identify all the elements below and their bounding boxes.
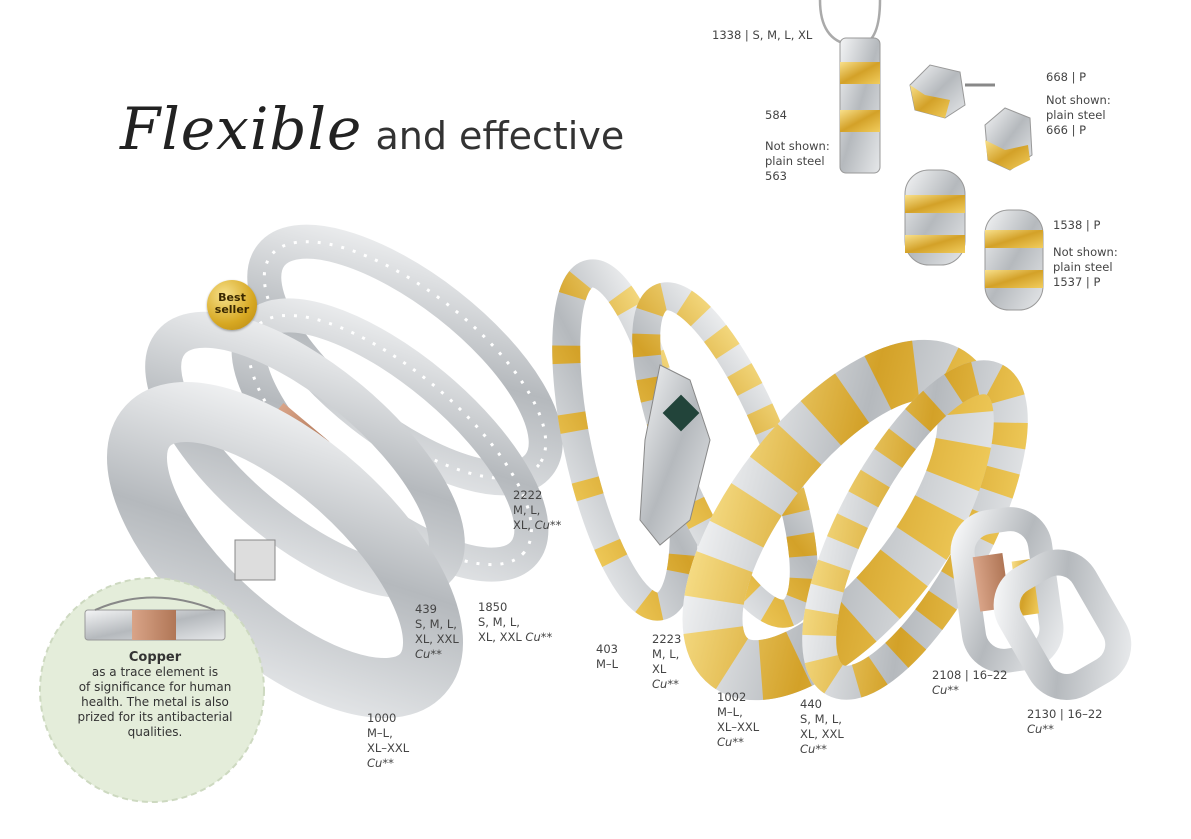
label-line: XL, [513, 518, 531, 532]
label-line: 1537 | P [1053, 275, 1101, 289]
label-line: Not shown: [765, 139, 830, 153]
copper-heading: Copper [128, 650, 182, 665]
label-line: S, M, L, [478, 615, 520, 629]
badge-line2: seller [214, 303, 250, 316]
pendant-584 [839, 37, 881, 174]
label-line: 2223 [652, 632, 682, 646]
label-line: XL–XXL [367, 741, 410, 755]
copper-text-line: health. The metal is also [81, 695, 229, 709]
ring-2130 [993, 549, 1132, 700]
label-line: 1000 [367, 711, 397, 725]
page-title: Flexible and effective [120, 95, 624, 163]
label-line: 439 [415, 602, 437, 616]
label-668: 668 | P Not shown: plain steel 666 | P [1046, 70, 1111, 138]
label-line: 403 [596, 642, 618, 656]
label-line: plain steel [1053, 260, 1113, 274]
label-line: XL–XXL [717, 720, 760, 734]
label-439: 439 S, M, L, XL, XXL Cu** [415, 602, 459, 662]
copper-text-line: qualities. [127, 725, 183, 739]
label-line: S, M, L, [800, 712, 842, 726]
copper-text-line: as a trace element is [91, 665, 219, 679]
copper-text-line: prized for its antibacterial [77, 710, 233, 724]
label-line: M–L [596, 657, 619, 671]
label-cu: Cu** [800, 742, 827, 756]
best-seller-badge: Best seller [207, 280, 257, 330]
label-line: Not shown: [1053, 245, 1118, 259]
label-440: 440 S, M, L, XL, XXL Cu** [800, 697, 844, 757]
label-line: S, M, L, [415, 617, 457, 631]
label-1538: 1538 | P Not shown: plain steel 1537 | P [1053, 218, 1118, 290]
label-line: plain steel [1046, 108, 1106, 122]
label-line: M–L, [717, 705, 743, 719]
label-403: 403 M–L [596, 642, 618, 672]
label-cu: Cu** [652, 677, 679, 691]
copper-description: Copper as a trace element is of signific… [55, 650, 255, 740]
label-line: Not shown: [1046, 93, 1111, 107]
label-cu: Cu** [932, 683, 959, 697]
label-line: 440 [800, 697, 822, 711]
label-line: 2222 [513, 488, 543, 502]
label-1002: 1002 M–L, XL–XXL Cu** [717, 690, 759, 750]
label-line: 2130 | 16–22 [1027, 707, 1103, 721]
copper-text-line: of significance for human [78, 680, 232, 694]
label-line: M–L, [367, 726, 393, 740]
label-1338: 1338 | S, M, L, XL [712, 28, 813, 42]
label-line: plain steel [765, 154, 825, 168]
title-rest: and effective [375, 114, 625, 158]
copper-info-circle [39, 577, 265, 803]
label-584: 584 Not shown: plain steel 563 [765, 108, 830, 184]
label-line: XL, XXL [478, 630, 522, 644]
label-line: 1538 | P [1053, 218, 1101, 232]
label-line: 668 | P [1046, 70, 1087, 84]
hoop-earrings-1538 [904, 169, 1044, 311]
label-line: XL [652, 662, 667, 676]
label-cu: Cu** [367, 756, 394, 770]
label-line: 563 [765, 169, 787, 183]
label-line: M, L, [652, 647, 680, 661]
label-2108: 2108 | 16–22 Cu** [932, 668, 1007, 698]
label-line: XL, XXL [415, 632, 459, 646]
label-line: 666 | P [1046, 123, 1087, 137]
badge-line1: Best [218, 291, 246, 304]
label-line: XL, XXL [800, 727, 844, 741]
label-cu: Cu** [1027, 722, 1054, 736]
label-1000: 1000 M–L, XL–XXL Cu** [367, 711, 409, 771]
label-line: 584 [765, 108, 787, 122]
label-2222: 2222 M, L, XL, Cu** [513, 488, 561, 533]
label-line: 1850 [478, 600, 508, 614]
label-2130: 2130 | 16–22 Cu** [1027, 707, 1102, 737]
label-cu: Cu** [525, 630, 553, 644]
label-cu: Cu** [415, 647, 442, 661]
label-line: 1002 [717, 690, 747, 704]
label-cu: Cu** [717, 735, 744, 749]
label-cu: Cu** [534, 518, 562, 532]
label-2223: 2223 M, L, XL Cu** [652, 632, 681, 692]
label-1850: 1850 S, M, L, XL, XXL Cu** [478, 600, 552, 645]
label-line: M, L, [513, 503, 541, 517]
title-script: Flexible [120, 95, 363, 163]
earrings-668 [909, 64, 1033, 171]
label-line: 2108 | 16–22 [932, 668, 1008, 682]
